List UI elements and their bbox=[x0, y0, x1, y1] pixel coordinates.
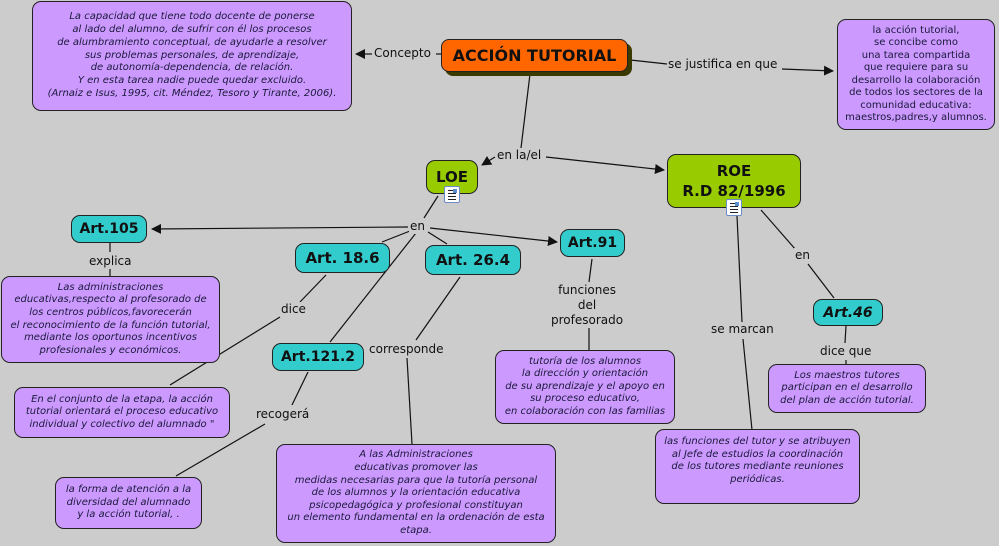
link-label-concepto: Concepto bbox=[373, 46, 432, 61]
link-label-en: en bbox=[409, 219, 426, 234]
node-art-26-4[interactable]: Art. 26.4 bbox=[425, 245, 521, 275]
node-art-91[interactable]: Art.91 bbox=[560, 229, 625, 257]
art-46-text-box: Los maestros tutores participan en el de… bbox=[768, 364, 926, 413]
node-art-105[interactable]: Art.105 bbox=[71, 215, 147, 243]
link-label-dice: dice bbox=[280, 302, 307, 317]
art-121-2-text-box: la forma de atención a la diversidad del… bbox=[55, 477, 202, 529]
node-art-18-6[interactable]: Art. 18.6 bbox=[295, 243, 390, 273]
link-label-dice-que: dice que bbox=[819, 344, 873, 359]
concepto-definition-box: La capacidad que tiene todo docente de p… bbox=[32, 1, 352, 111]
roe-text-box: las funciones del tutor y se atribuyen a… bbox=[655, 429, 860, 504]
art-26-4-text-box: A las Administraciones educativas promov… bbox=[276, 444, 556, 543]
link-label-recogera: recogerá bbox=[255, 407, 311, 422]
link-label-justifica: se justifica en que bbox=[667, 57, 779, 72]
art-18-6-text-box: En el conjunto de la etapa, la acción tu… bbox=[14, 387, 230, 438]
art-91-text-box: tutoría de los alumnos la dirección y or… bbox=[495, 350, 675, 424]
link-label-funciones-del-profesorado: funciones del profesorado bbox=[550, 283, 625, 328]
art-105-text-box: Las administraciones educativas,respecto… bbox=[1, 276, 220, 363]
link-label-explica: explica bbox=[88, 254, 133, 269]
link-label-en-la-el: en la/el bbox=[496, 148, 543, 163]
document-resource-icon[interactable] bbox=[726, 199, 742, 216]
node-art-121-2[interactable]: Art.121.2 bbox=[272, 343, 364, 371]
node-art-46[interactable]: Art.46 bbox=[813, 299, 883, 326]
link-label-en-roe: en bbox=[794, 248, 811, 263]
root-node-accion-tutorial[interactable]: ACCIÓN TUTORIAL bbox=[441, 39, 628, 72]
document-resource-icon[interactable] bbox=[444, 186, 460, 203]
link-label-corresponde: corresponde bbox=[368, 342, 445, 357]
link-label-se-marcan: se marcan bbox=[710, 322, 775, 337]
justifica-text-box: la acción tutorial, se concibe como una … bbox=[837, 19, 995, 130]
